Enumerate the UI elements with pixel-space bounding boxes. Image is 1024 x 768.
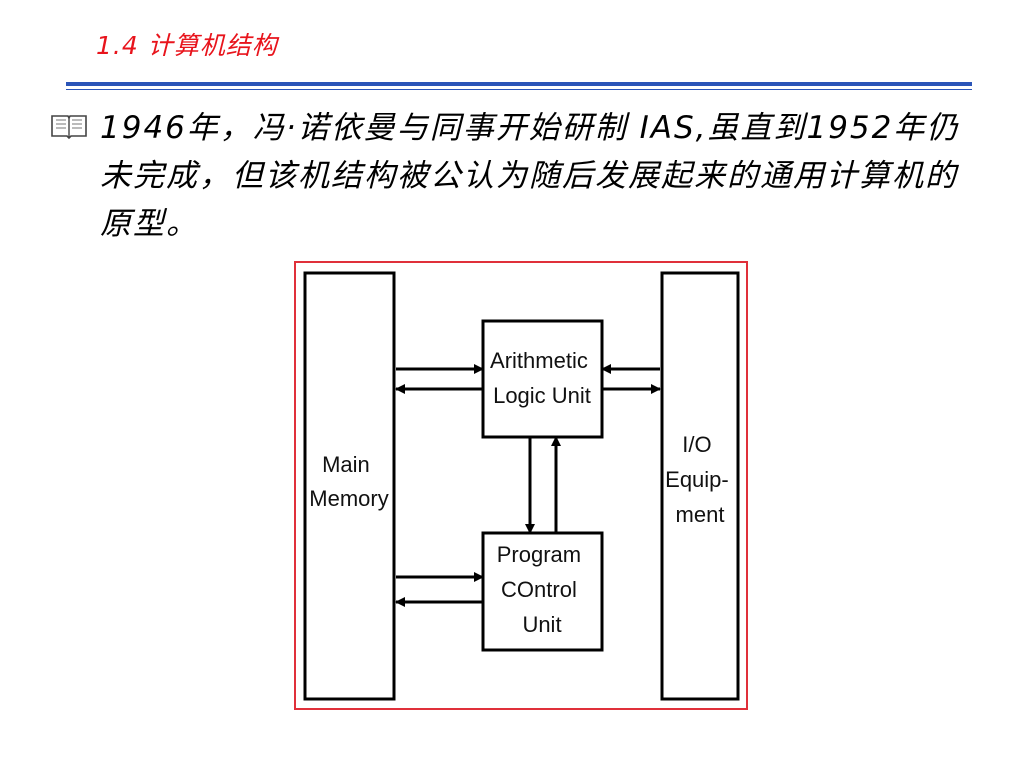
main-memory-box: [303, 271, 396, 701]
open-book-icon: [51, 115, 87, 140]
svg-text:Arithmetic Logic Unit: Arithmetic Logic Unit: [490, 348, 594, 408]
program-control-unit-box: [481, 531, 604, 652]
main-memory-label-line1: Main: [322, 452, 370, 477]
pcu-label-line2: COntrol: [501, 577, 577, 602]
main-memory-label-line2: Memory: [309, 486, 388, 511]
io-label-line1: I/O: [682, 432, 711, 457]
pcu-label-line3: Unit: [522, 612, 561, 637]
bullet-paragraph: 1946年，冯·诺依曼与同事开始研制 IAS,虽直到1952年仍未完成，但该机结…: [100, 110, 960, 242]
alu-box: [481, 319, 604, 439]
io-equipment-box: [660, 271, 740, 701]
alu-label-line2: Logic Unit: [493, 383, 591, 408]
alu-label-line1: Arithmetic: [490, 348, 588, 373]
svg-text:I/O Equip- ment: I/O Equip- ment: [665, 432, 735, 527]
slide-title: 1.4 计算机结构: [96, 31, 278, 60]
title-divider-thin: [66, 89, 972, 90]
svg-text:Main Memory: Main Memory: [309, 452, 388, 511]
svg-text:Program COntrol Unit: Program COntrol Unit: [497, 542, 587, 637]
io-label-line3: ment: [676, 502, 725, 527]
pcu-label-line1: Program: [497, 542, 581, 567]
title-divider-thick: [66, 82, 972, 86]
ias-architecture-diagram: Main Memory Arithmetic Logic Unit Progra…: [294, 261, 748, 710]
io-label-line2: Equip-: [665, 467, 729, 492]
